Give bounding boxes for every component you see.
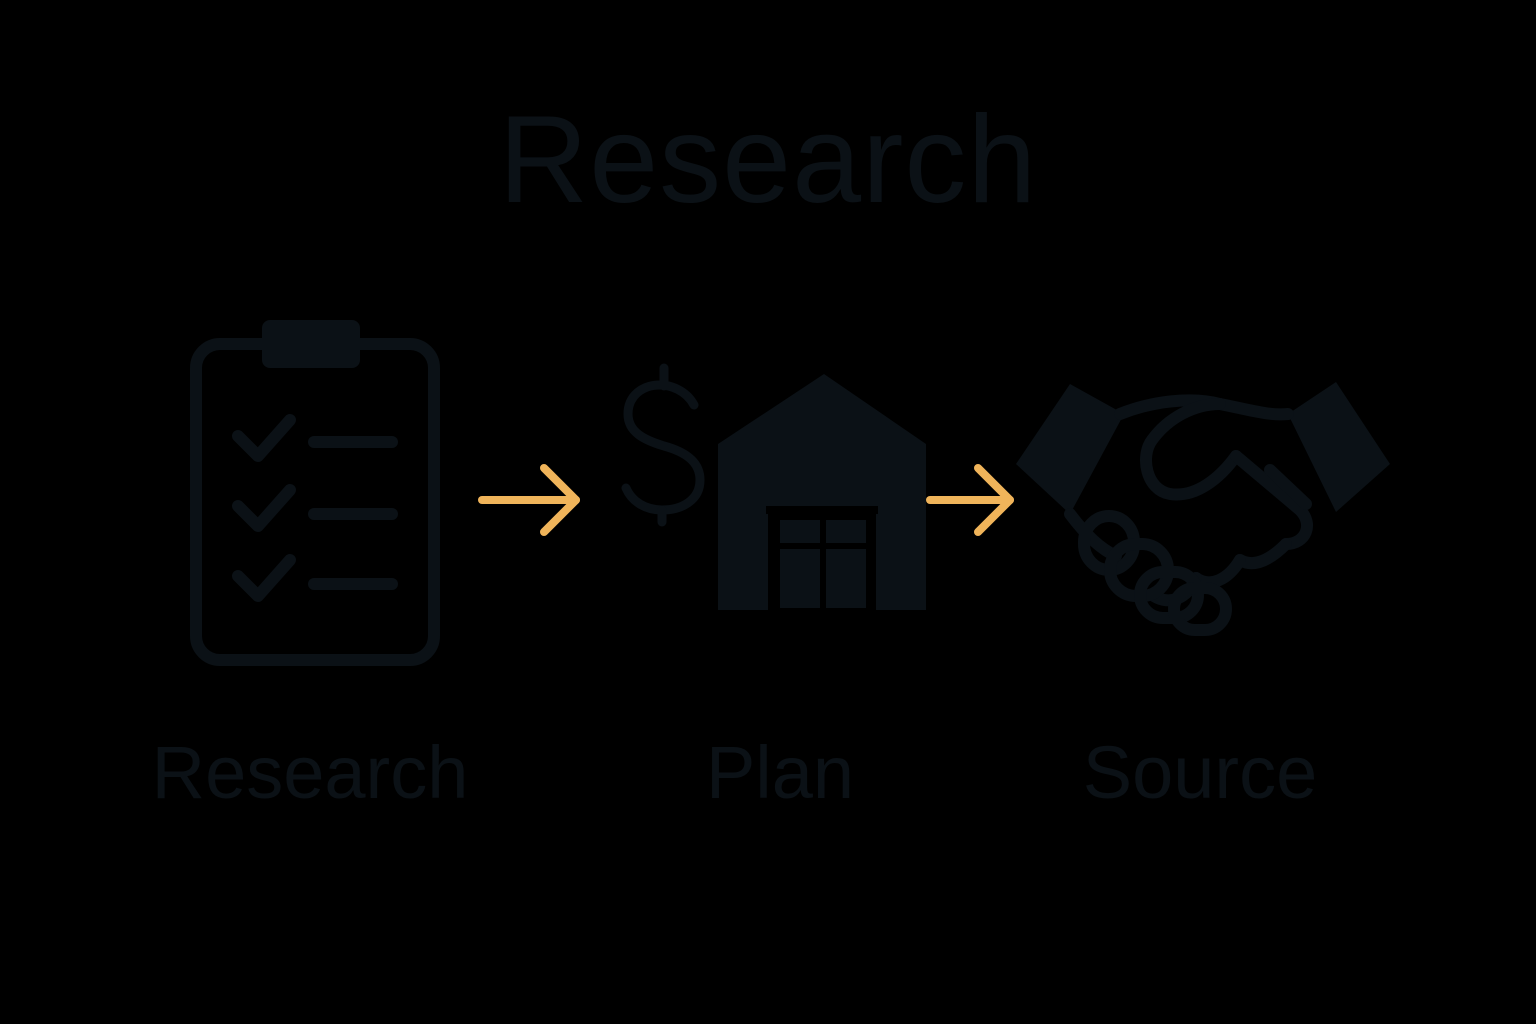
- step-label-research: Research: [151, 731, 469, 814]
- dollar-warehouse-icon: [621, 363, 926, 610]
- arrow-1: [478, 464, 580, 536]
- step-label-plan: Plan: [705, 731, 855, 814]
- clipboard-checklist-icon: [190, 320, 440, 666]
- dollar-icon: [621, 363, 705, 527]
- arrow-2: [926, 464, 1014, 536]
- warehouse-icon: [718, 374, 926, 610]
- diagram-title: Research: [498, 91, 1038, 229]
- handshake-icon: [1016, 382, 1390, 636]
- step-label-source: Source: [1082, 731, 1318, 814]
